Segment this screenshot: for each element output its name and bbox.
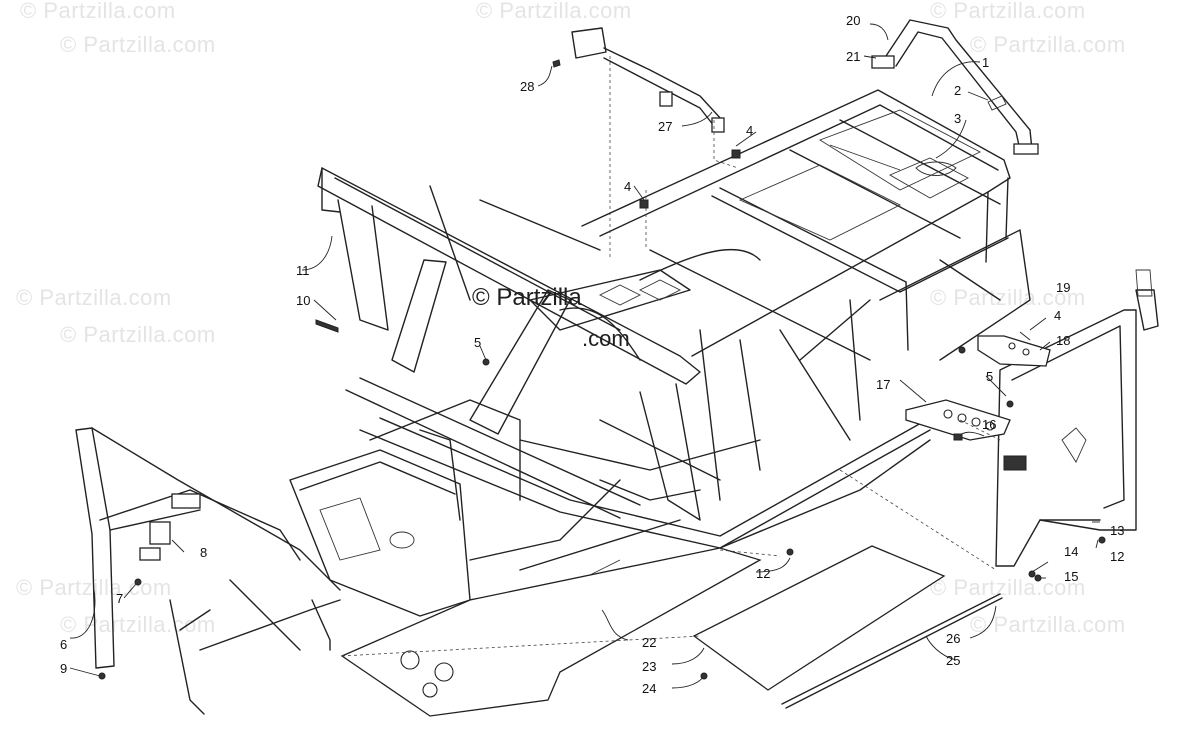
- left-side-frame: [75, 427, 341, 715]
- upper-bracket: [552, 27, 725, 133]
- reference-lines: [341, 56, 1001, 657]
- callout-20: 20: [846, 13, 861, 28]
- callout-12: 12: [756, 566, 771, 581]
- callout-13: 13: [1110, 523, 1125, 538]
- hardware-bolts: [98, 95, 1106, 680]
- callout-24: 24: [642, 681, 657, 696]
- copyright-overlay-suffix: .com: [582, 326, 630, 351]
- main-frame: [289, 89, 1031, 617]
- callout-5: 5: [986, 369, 994, 384]
- callout-19: 19: [1056, 280, 1071, 295]
- callout-14: 14: [1064, 544, 1079, 559]
- copyright-overlay: © Partzilla: [472, 284, 582, 311]
- watermark-text: © Partzilla.com: [930, 285, 1086, 310]
- watermark-text: © Partzilla.com: [930, 575, 1086, 600]
- rear-grab-bar: [871, 19, 1039, 155]
- callout-4: 4: [746, 123, 754, 138]
- callout-9: 9: [60, 661, 68, 676]
- callout-4: 4: [624, 179, 632, 194]
- watermark-text: © Partzilla.com: [60, 322, 216, 347]
- callout-1: 1: [982, 55, 990, 70]
- callout-4: 4: [1054, 308, 1062, 323]
- callout-12: 12: [1110, 549, 1125, 564]
- callout-17: 17: [876, 377, 891, 392]
- callout-3: 3: [954, 111, 962, 126]
- right-side-frame: [995, 269, 1159, 567]
- callout-11: 11: [296, 263, 310, 278]
- callout-21: 21: [846, 49, 861, 64]
- watermark-text: © Partzilla.com: [476, 0, 632, 23]
- callout-18: 18: [1056, 333, 1071, 348]
- skid-plates: [340, 545, 1003, 717]
- callout-26: 26: [946, 631, 961, 646]
- callout-27: 27: [658, 119, 673, 134]
- callout-2: 2: [954, 83, 962, 98]
- callout-7: 7: [116, 591, 124, 606]
- callout-28: 28: [520, 79, 535, 94]
- watermark-text: © Partzilla.com: [16, 285, 172, 310]
- callout-23: 23: [642, 659, 657, 674]
- watermark-text: © Partzilla.com: [60, 32, 216, 57]
- callout-25: 25: [946, 653, 961, 668]
- callout-10: 10: [296, 293, 311, 308]
- watermark-text: © Partzilla.com: [970, 32, 1126, 57]
- watermark-text: © Partzilla.com: [930, 0, 1086, 23]
- callout-8: 8: [200, 545, 208, 560]
- callout-22: 22: [642, 635, 657, 650]
- callout-15: 15: [1064, 569, 1079, 584]
- callout-leaders: [69, 23, 1100, 689]
- callout-6: 6: [60, 637, 68, 652]
- watermark-text: © Partzilla.com: [20, 0, 176, 23]
- callout-16: 16: [982, 417, 997, 432]
- mount-brackets: [905, 335, 1051, 441]
- watermark-text: © Partzilla.com: [970, 612, 1126, 637]
- callout-5: 5: [474, 335, 482, 350]
